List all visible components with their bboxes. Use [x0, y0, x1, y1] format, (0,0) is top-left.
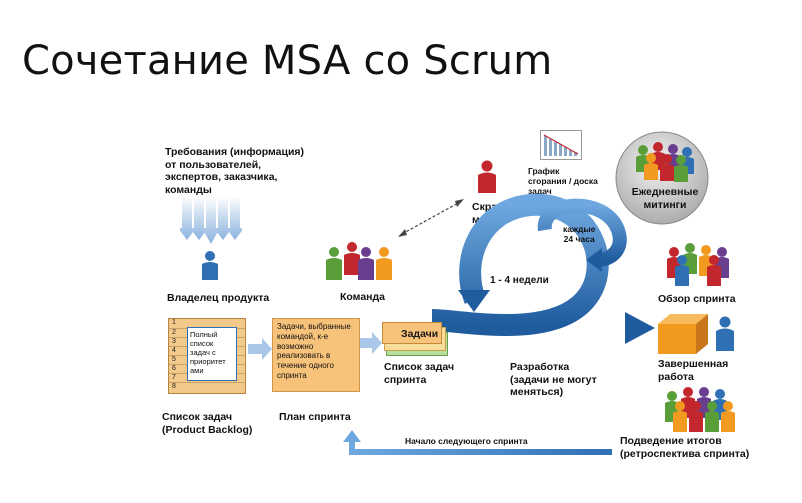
- development-line: Разработка: [510, 361, 570, 373]
- completed-work-person-icon: [716, 316, 734, 351]
- development-line: (задачи не могут: [510, 373, 597, 386]
- sprint-plan-note: Задачи, выбранные командой, к-е возможно…: [272, 318, 360, 392]
- backlog-row: 8: [169, 382, 245, 391]
- product-owner-icon: [202, 251, 218, 280]
- backlog-note: Полный список задач с приоритет ами: [187, 327, 237, 381]
- burndown-label: График сгорания / доска задач: [528, 166, 598, 196]
- requirements-text: Требования (информация) от пользователей…: [165, 146, 304, 196]
- requirements-line: команды: [165, 183, 212, 196]
- backlog-note-line: задач с: [190, 348, 216, 357]
- plan-to-tasks-arrow: [360, 332, 382, 354]
- development-line: меняться): [510, 386, 564, 398]
- backlog-number: 7: [172, 374, 176, 381]
- completed-work-line: Завершенная: [658, 358, 729, 370]
- daily-line: Ежедневные: [631, 186, 699, 198]
- scrum-master-icon: [478, 160, 496, 193]
- development-label: Разработка (задачи не могут меняться): [510, 361, 597, 399]
- next-sprint-label: Начало следующего спринта: [405, 436, 528, 446]
- burndown-line: График: [528, 166, 560, 176]
- plan-note-line: спринта: [277, 370, 307, 380]
- next-sprint-arrow: [343, 430, 612, 455]
- backlog-number: 5: [172, 356, 176, 363]
- sprint-tasks-label: Список задач спринта: [384, 361, 454, 386]
- weeks-label: 1 - 4 недели: [490, 275, 549, 286]
- plan-note-line: командой, к-е: [277, 331, 329, 341]
- backlog-number: 3: [172, 338, 176, 345]
- sprint-review-label: Обзор спринта: [658, 293, 736, 305]
- sprint-review-team-icon: [667, 243, 729, 286]
- burndown-chart-icon: [540, 130, 582, 160]
- burndown-line: задач: [528, 186, 552, 196]
- plan-note-line: течение одного: [277, 361, 334, 371]
- sprint-tasks-line: спринта: [384, 373, 427, 386]
- retro-line: (ретроспектива спринта): [620, 447, 750, 460]
- backlog-note-line: ами: [190, 366, 204, 375]
- completed-work-box-icon: [658, 314, 708, 354]
- backlog-note-line: Полный: [190, 330, 218, 339]
- retro-line: Подведение итогов: [620, 435, 722, 447]
- requirements-funnel-icon: [180, 196, 242, 244]
- tasks-card: Задачи: [382, 322, 442, 344]
- backlog-number: 1: [172, 319, 176, 326]
- sprint-plan-label: План спринта: [279, 411, 351, 423]
- backlog-row: 1: [169, 319, 245, 328]
- burndown-line: сгорания / доска: [528, 176, 598, 186]
- every24-line: каждые: [563, 224, 596, 234]
- slide-title: Сочетание MSA со Scrum: [22, 38, 553, 84]
- backlog-number: 2: [172, 329, 176, 336]
- requirements-line: от пользователей,: [165, 158, 262, 171]
- daily-meetings-icon: [615, 131, 709, 225]
- requirements-line: Требования (информация): [165, 146, 305, 158]
- backlog-label-line: (Product Backlog): [162, 423, 253, 436]
- completed-work-label: Завершенная работа: [658, 358, 728, 383]
- requirements-line: экспертов, заказчика,: [165, 171, 278, 183]
- plan-note-line: реализовать в: [277, 351, 331, 361]
- daily-line: митинги: [643, 198, 687, 211]
- sprint-tasks-line: Список задач: [384, 361, 455, 373]
- sprint-loop-arrows: [431, 193, 655, 344]
- backlog-number: 4: [172, 347, 176, 354]
- team-scrummaster-link: [398, 199, 464, 237]
- every24-label: каждые 24 часа: [563, 224, 595, 244]
- backlog-label-line: Список задач: [162, 411, 233, 423]
- retrospective-team-icon: [665, 387, 735, 432]
- plan-note-line: возможно: [277, 341, 314, 351]
- every24-line: 24 часа: [563, 234, 595, 244]
- backlog-note-line: приоритет: [190, 357, 226, 366]
- team-icon: [326, 242, 392, 280]
- daily-meetings-label: Ежедневные митинги: [626, 186, 704, 211]
- retrospective-label: Подведение итогов (ретроспектива спринта…: [620, 435, 749, 460]
- team-label: Команда: [340, 291, 385, 303]
- backlog-note-line: список: [190, 339, 214, 348]
- backlog-number: 8: [172, 383, 176, 390]
- product-owner-label: Владелец продукта: [167, 292, 270, 304]
- tasks-card-stack: Задачи: [382, 318, 450, 358]
- product-backlog-label: Список задач (Product Backlog): [162, 411, 252, 436]
- plan-note-line: Задачи, выбранные: [277, 322, 351, 331]
- backlog-number: 6: [172, 365, 176, 372]
- product-backlog-list: 1 2 3 4 5 6 7 8 Полный список задач с пр…: [168, 318, 246, 394]
- backlog-to-plan-arrow: [248, 338, 272, 360]
- completed-work-line: работа: [658, 370, 694, 383]
